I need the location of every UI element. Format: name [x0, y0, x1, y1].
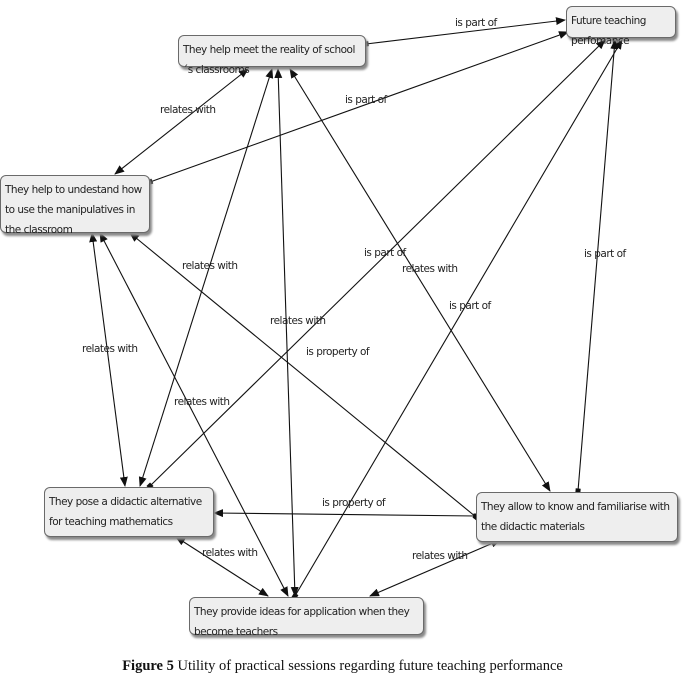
edge-ideas-to-reality	[274, 68, 299, 597]
edge-label-ideas-to-reality: relates with	[270, 315, 326, 327]
node-familiarise-didactic-materials: They allow to know and familiarise with …	[476, 492, 678, 542]
edge-label-manipulatives-to-didactic_alt: relates with	[82, 343, 138, 355]
edge-label-reality-to-future: is part of	[455, 17, 497, 29]
node-ideas-for-application: They provide ideas for application when …	[189, 597, 424, 638]
edge-label-familiarise-to-manipulatives: is property of	[306, 346, 370, 358]
edge-label-manipulatives-to-future: is part of	[345, 94, 387, 106]
concept-map: They help meet the reality of school´s c…	[0, 6, 678, 638]
figure-number: Figure 5	[122, 658, 174, 674]
edge-label-familiarise-to-didactic_alt: is property of	[322, 497, 386, 509]
edge-familiarise-to-future	[575, 39, 619, 494]
edge-label-manipulatives-to-ideas: relates with	[174, 396, 230, 408]
figure-caption-text: Utility of practical sessions regarding …	[173, 658, 563, 674]
edge-label-didactic_alt-to-future: is part of	[364, 247, 406, 259]
node-use-manipulatives: They help to undestand how to use the ma…	[0, 175, 150, 236]
edges-layer	[89, 17, 623, 600]
edge-label-familiarise-to-future: is part of	[584, 248, 626, 260]
edge-didactic_alt-to-reality	[138, 68, 274, 487]
edge-didactic_alt-to-ideas	[175, 536, 269, 597]
edge-label-familiarise-to-reality: relates with	[402, 263, 458, 275]
edge-familiarise-to-ideas	[369, 539, 501, 597]
node-didactic-alternative: They pose a didactic alternative for tea…	[44, 487, 214, 537]
edge-label-didactic_alt-to-ideas: relates with	[202, 547, 258, 559]
edge-reality-to-manipulatives	[114, 68, 249, 175]
edge-label-didactic_alt-to-reality: relates with	[182, 260, 238, 272]
edge-label-reality-to-manipulatives: relates with	[160, 104, 216, 116]
figure-caption: Figure 5 Utility of practical sessions r…	[0, 658, 685, 675]
edge-manipulatives-to-ideas	[99, 232, 289, 597]
edge-label-familiarise-to-ideas: relates with	[412, 550, 468, 562]
node-reality-of-classrooms: They help meet the reality of school´s c…	[178, 35, 366, 76]
node-future-teaching-performance: Future teaching perfomance	[566, 6, 676, 47]
edge-familiarise-to-didactic_alt	[213, 509, 479, 519]
edge-familiarise-to-manipulatives	[129, 232, 480, 521]
edge-label-ideas-to-future: is part of	[449, 300, 491, 312]
